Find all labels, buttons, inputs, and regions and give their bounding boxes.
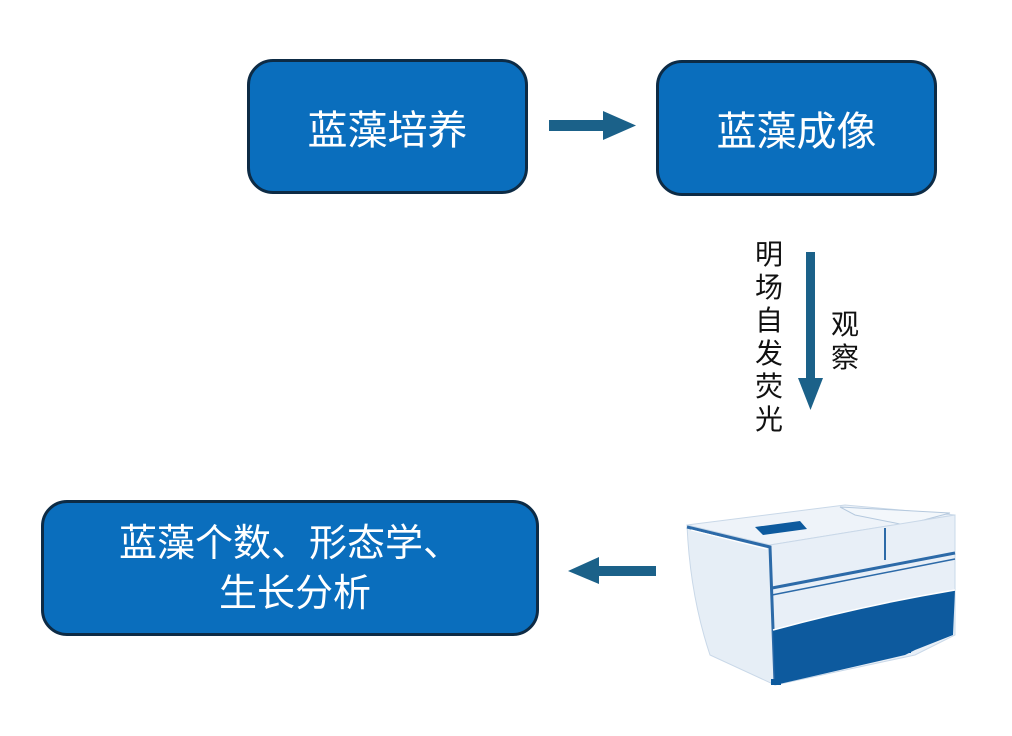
edge-label-observe: 观 察 — [828, 308, 862, 374]
node-algae-culture: 蓝藻培养 — [247, 59, 528, 194]
node-algae-imaging-label: 蓝藻成像 — [716, 109, 877, 155]
arrow-imaging-to-instrument — [798, 252, 823, 410]
edge-label-char: 场 — [754, 271, 783, 304]
node-analysis-label-line1: 蓝藻个数、形态学、 — [118, 521, 461, 565]
edge-label-char: 发 — [754, 337, 783, 370]
node-algae-culture-label: 蓝藻培养 — [307, 107, 468, 154]
edge-label-char: 观 — [830, 308, 859, 341]
arrow-instrument-to-analysis — [568, 557, 656, 584]
arrow-culture-to-imaging — [549, 111, 636, 140]
edge-label-imaging-modes: 明 场 自 发 荧 光 — [752, 238, 786, 436]
node-algae-analysis: 蓝藻个数、形态学、 生长分析 — [41, 500, 539, 636]
edge-label-char: 自 — [754, 304, 783, 337]
edge-label-char: 察 — [830, 341, 859, 374]
imaging-instrument-icon — [686, 504, 956, 686]
edge-label-char: 明 — [754, 238, 783, 271]
edge-label-char: 荧 — [754, 370, 783, 403]
node-algae-imaging: 蓝藻成像 — [656, 60, 937, 196]
edge-label-char: 光 — [754, 403, 783, 436]
node-analysis-label-line2: 生长分析 — [218, 571, 371, 615]
